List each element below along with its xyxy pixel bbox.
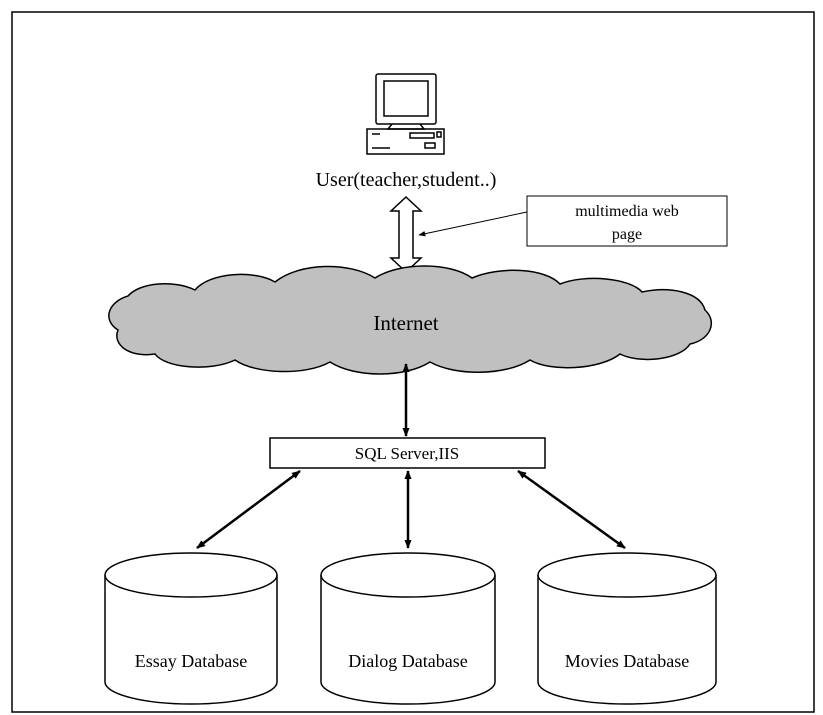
double-arrow-icon (389, 195, 423, 274)
callout-box (526, 195, 728, 247)
server-essay-arrow (196, 469, 301, 550)
computer-icon (366, 73, 445, 155)
database-dialog (320, 552, 496, 705)
database-essay (104, 552, 278, 705)
database-movies (537, 552, 717, 705)
user-label: User(teacher,student..) (316, 169, 497, 191)
server-label: SQL Server,IIS (355, 444, 459, 463)
database-dialog-label: Dialog Database (348, 651, 467, 671)
diagram-frame (11, 11, 815, 713)
server-box (269, 437, 546, 469)
callout-line-1: multimedia web (575, 203, 679, 220)
server-movies-arrow (517, 469, 626, 550)
internet-cloud (108, 265, 712, 375)
database-essay-label: Essay Database (135, 651, 247, 671)
callout-line-2: page (612, 226, 642, 243)
internet-label: Internet (373, 311, 438, 335)
database-movies-label: Movies Database (565, 651, 689, 671)
callout-pointer (418, 211, 528, 237)
